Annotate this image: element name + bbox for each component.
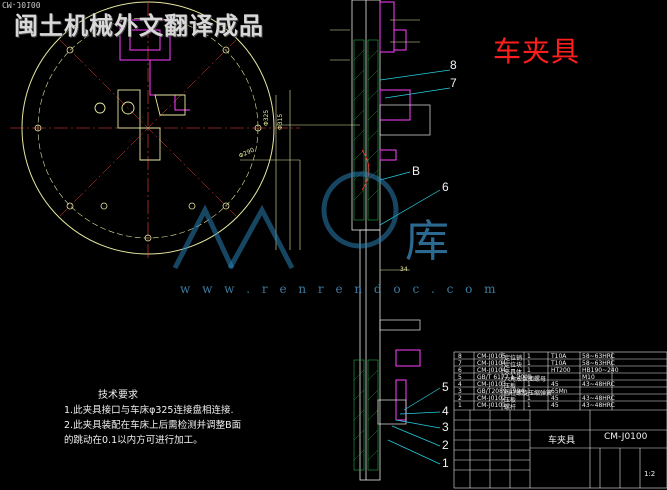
title-block-scale: 1:2 bbox=[644, 470, 656, 478]
callout-4: 4 bbox=[442, 404, 449, 418]
callout-5: 5 bbox=[442, 380, 449, 394]
bom-cell-code: CM-J0104 bbox=[477, 360, 506, 367]
callout-2: 2 bbox=[442, 438, 449, 452]
bom-cell-no: 7 bbox=[458, 360, 462, 367]
bom-cell-no: 3 bbox=[458, 388, 462, 395]
bom-cell-code: CM-J0104 bbox=[477, 367, 506, 374]
bom-cell-material: 65Mn bbox=[551, 388, 568, 395]
title-block-name: 车夹具 bbox=[548, 436, 576, 446]
tech-heading: 技术要求 bbox=[98, 390, 138, 401]
bom-cell-qty: 1 bbox=[527, 388, 531, 395]
bom-cell-qty: 1 bbox=[527, 367, 531, 374]
bom-cell-note: HB190~240 bbox=[582, 367, 619, 374]
bom-cell-no: 4 bbox=[458, 381, 462, 388]
bom-cell-name: 压板 bbox=[504, 397, 517, 404]
svg-text:Φ315: Φ315 bbox=[277, 114, 284, 130]
bom-cell-no: 2 bbox=[458, 395, 462, 402]
tech-line-1: 1.此夹具接口与车床φ325连接盘相连接. bbox=[64, 405, 234, 416]
callout-6: 6 bbox=[442, 180, 449, 194]
bom-cell-name: 夹具体 bbox=[504, 369, 523, 376]
bom-cell-code: CM-J0103 bbox=[477, 381, 506, 388]
callout-7: 7 bbox=[450, 76, 457, 90]
bom-cell-code: CM-J0101 bbox=[477, 402, 506, 409]
bom-cell-code: CM-J0102 bbox=[477, 395, 506, 402]
bom-cell-code: CM-J0105 bbox=[477, 353, 506, 360]
bom-cell-no: 6 bbox=[458, 367, 462, 374]
bom-cell-qty: 1 bbox=[527, 374, 531, 381]
bom-cell-code: GB/T2089-1994 bbox=[477, 388, 525, 395]
tech-line-2: 2.此夹具装配在车床上后需检测并调整B面 bbox=[64, 420, 242, 431]
bom-cell-no: 1 bbox=[458, 402, 462, 409]
bom-cell-material: 45 bbox=[551, 395, 559, 402]
bom-cell-note: 58~63HRC bbox=[582, 360, 615, 367]
callout-3: 3 bbox=[442, 420, 449, 434]
bom-cell-material: T10A bbox=[551, 353, 567, 360]
callout-b: B bbox=[412, 164, 421, 178]
bom-cell-name: 压板 bbox=[504, 383, 517, 390]
watermark-cn: 库 bbox=[405, 216, 449, 267]
watermark-title: 闽土机械外文翻译成品 bbox=[14, 12, 264, 40]
bom-cell-qty: 1 bbox=[527, 402, 531, 409]
svg-text:Φ290: Φ290 bbox=[238, 147, 256, 160]
bom-cell-qty: 1 bbox=[527, 395, 531, 402]
bom-cell-material: HT200 bbox=[551, 367, 571, 374]
svg-text:Φ325: Φ325 bbox=[263, 110, 270, 126]
dim-34: 34 bbox=[400, 266, 408, 273]
callout-1: 1 bbox=[442, 456, 449, 470]
bom-cell-qty: 1 bbox=[527, 381, 531, 388]
title-block-code: CM-J0100 bbox=[604, 432, 648, 442]
bom-cell-code: GB/T 6177.1-2000 bbox=[477, 374, 532, 381]
bom-cell-name: 六角法兰面螺母 bbox=[504, 376, 547, 383]
bom-cell-qty: 1 bbox=[527, 353, 531, 360]
bom-cell-material: 45 bbox=[551, 381, 559, 388]
drawing-title: 车夹具 bbox=[493, 35, 581, 68]
bom-cell-qty: 1 bbox=[527, 360, 531, 367]
bom-cell-note: M10 bbox=[582, 374, 595, 381]
bom-cell-note: 43~48HRC bbox=[582, 381, 615, 388]
bom-cell-no: 5 bbox=[458, 374, 462, 381]
bom-cell-note: 58~63HRC bbox=[582, 353, 615, 360]
bom-cell-note: 43~48HRC bbox=[582, 395, 615, 402]
bom-cell-note: 43~48HRC bbox=[582, 402, 615, 409]
bom-cell-name: 螺杆 bbox=[504, 404, 517, 411]
tech-line-3: 的跳动在0.1以内方可进行加工。 bbox=[64, 435, 203, 446]
site-watermark: w w w . r e n r e n d o c . c o m bbox=[180, 282, 500, 296]
bom-cell-material: 45 bbox=[551, 402, 559, 409]
tech-requirements: 技术要求 1.此夹具接口与车床φ325连接盘相连接. 2.此夹具装配在车床上后需… bbox=[64, 388, 241, 448]
bom-cell-name: 定位销 bbox=[504, 355, 523, 362]
bom-cell-name: 圆柱螺旋压缩弹簧 bbox=[504, 390, 553, 397]
bom-cell-name: 定位块 bbox=[504, 362, 523, 369]
bom-cell-no: 8 bbox=[458, 353, 462, 360]
bom-cell-material: T10A bbox=[551, 360, 567, 367]
callout-8: 8 bbox=[450, 58, 457, 72]
